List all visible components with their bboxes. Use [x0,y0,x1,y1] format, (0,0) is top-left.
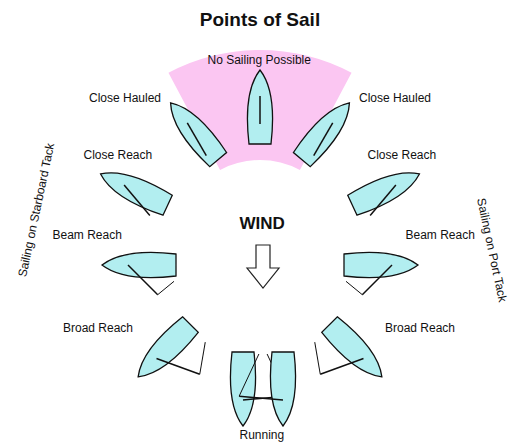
sail-boom [362,265,392,295]
point-of-sail-label: Close Hauled [359,91,431,105]
boat [102,252,176,294]
sheet-line [239,354,259,396]
point-of-sail-label: Beam Reach [406,228,475,242]
boat-group [93,70,426,426]
sheet-line [301,342,333,374]
point-of-sail-label: Running [240,428,285,442]
sail-boom [182,123,211,156]
point-of-sail-label: Close Hauled [89,91,161,105]
sail-boom [363,185,403,216]
sail-boom [128,265,158,295]
boat [239,352,295,426]
boat-hull [292,95,359,168]
point-of-sail-label: Beam Reach [53,228,122,242]
sail-boom [157,345,200,388]
sheet-line [346,281,362,294]
point-of-sail-label: Sailing on Port Tack [474,197,510,303]
boat-hull [129,316,199,386]
boat [161,95,228,168]
point-of-sail-label: Close Reach [368,148,437,162]
sail-boom [117,185,157,216]
boat [93,163,173,221]
wind-label: WIND [240,215,285,233]
boat-hull [270,352,295,426]
point-of-sail-label: No Sailing Possible [208,53,311,67]
boat-hull [247,70,272,144]
sail-boom [320,345,363,388]
wind-arrow [247,245,279,288]
sheet-line [186,342,218,374]
sail-boom [309,123,338,156]
boat [129,316,220,407]
sheet-line [158,281,174,294]
diagram-title: Points of Sail [200,9,320,31]
boat [292,95,359,168]
boat-hull [321,316,391,386]
boat [344,252,418,294]
boat [300,316,391,407]
boat [247,70,272,144]
sail-boom [259,96,261,124]
point-of-sail-label: Broad Reach [63,321,133,335]
point-of-sail-label: Close Reach [84,148,153,162]
sail-boom [239,396,283,400]
boat-hull [344,252,418,277]
boat-hull [161,95,228,168]
boat [347,163,427,221]
boat-hull [102,252,176,277]
boat-hull [95,163,173,217]
boat-hull [347,163,425,217]
point-of-sail-label: Broad Reach [385,321,455,335]
point-of-sail-label: Sailing on Starboard Tack [15,142,57,278]
